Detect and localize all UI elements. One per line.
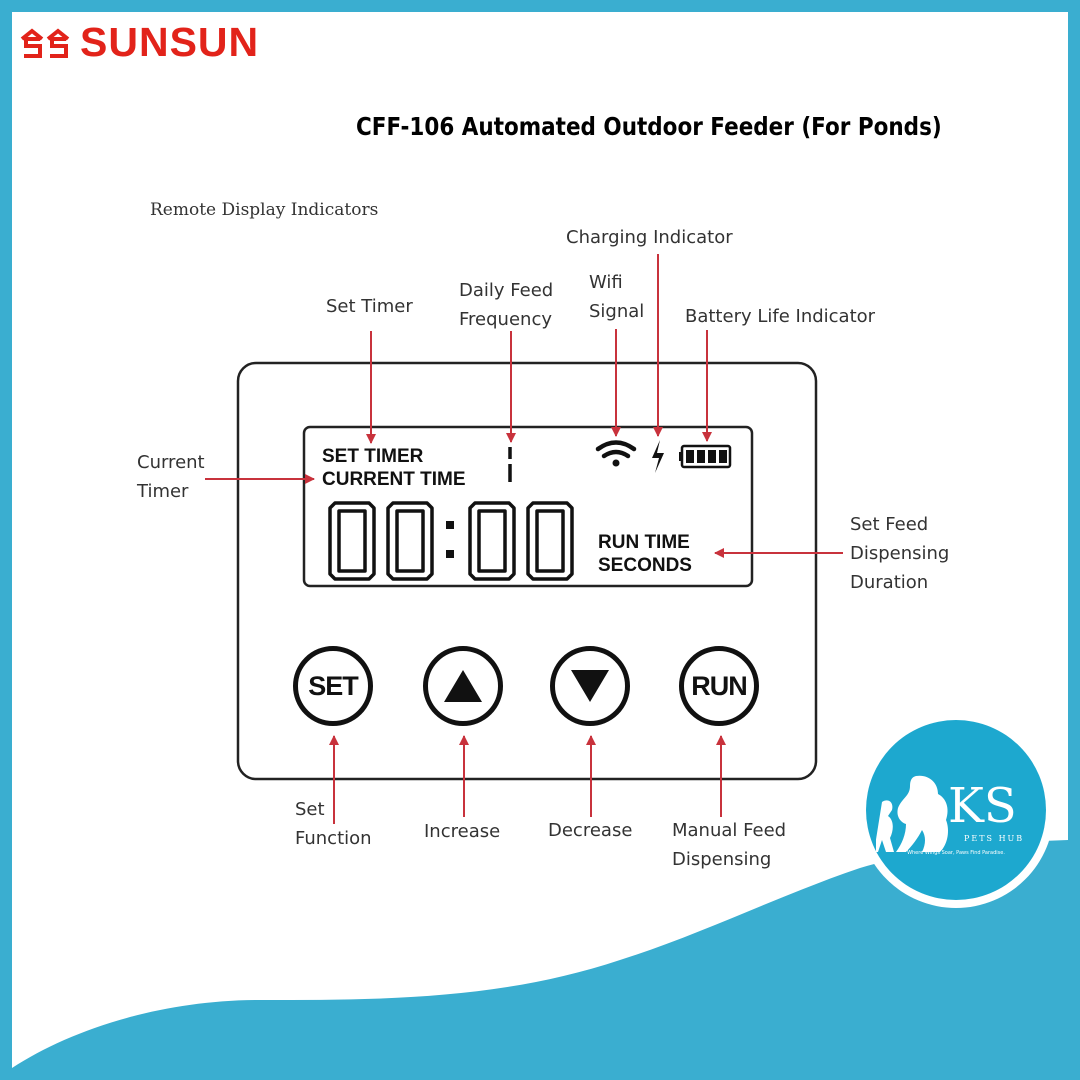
sunsun-logo-icon [20, 27, 70, 58]
label-current-timer: Current Timer [137, 448, 205, 506]
digit-2 [386, 501, 434, 581]
label-manual-feed-line2: Dispensing [672, 849, 772, 870]
label-wifi-signal: Wifi Signal [589, 268, 644, 326]
set-button[interactable]: SET [293, 646, 373, 726]
label-wifi-line2: Signal [589, 301, 645, 322]
up-triangle-icon [444, 670, 482, 702]
label-daily-feed-line2: Frequency [459, 309, 552, 330]
label-set-timer: Set Timer [326, 296, 413, 317]
digit-3 [468, 501, 516, 581]
pets-silhouette-icon [876, 775, 948, 852]
label-set-function-line1: Set [295, 799, 325, 820]
ks-pets-hub-logo: KS PETS HUB Where Wings Soar, Paws Find … [858, 712, 1054, 908]
logo-tagline: Where Wings Soar, Paws Find Paradise. [907, 850, 1005, 856]
digit-4 [526, 501, 574, 581]
label-set-function: Set Function [295, 795, 372, 853]
lcd-digits [328, 501, 574, 581]
label-manual-feed-line1: Manual Feed [672, 820, 787, 841]
product-title: CFF-106 Automated Outdoor Feeder (For Po… [356, 112, 942, 141]
label-set-feed-dispensing-duration: Set Feed Dispensing Duration [850, 510, 949, 597]
label-daily-feed-line1: Daily Feed [459, 280, 554, 301]
charging-bolt-icon [652, 440, 664, 473]
label-current-timer-line2: Timer [137, 481, 189, 502]
lcd-run-time-text: RUN TIME [598, 532, 690, 553]
lcd-set-timer-text: SET TIMER [322, 446, 424, 467]
run-button[interactable]: RUN [679, 646, 759, 726]
lcd-seconds-text: SECONDS [598, 555, 692, 576]
battery-icon [679, 444, 732, 469]
label-duration-line2: Dispensing [850, 543, 950, 564]
label-manual-feed-dispensing: Manual Feed Dispensing [672, 816, 786, 874]
lcd-run-time-label: RUN TIME SECONDS [598, 531, 692, 577]
colon-dot-top [446, 521, 454, 529]
decrease-button[interactable] [550, 646, 630, 726]
label-current-timer-line1: Current [137, 452, 205, 473]
brand-name: SUNSUN [80, 19, 260, 65]
logo-initials: KS [948, 778, 1017, 834]
increase-button[interactable] [423, 646, 503, 726]
sunsun-brand: SUNSUN [20, 22, 259, 63]
label-duration-line1: Set Feed [850, 514, 929, 535]
label-set-function-line2: Function [295, 828, 372, 849]
label-wifi-line1: Wifi [589, 272, 623, 293]
label-increase: Increase [424, 821, 501, 842]
logo-subtitle: PETS HUB [964, 834, 1025, 843]
label-decrease: Decrease [548, 820, 633, 841]
down-triangle-icon [571, 670, 609, 702]
label-duration-line3: Duration [850, 572, 929, 593]
run-button-label: RUN [691, 670, 747, 701]
label-battery-life-indicator: Battery Life Indicator [685, 306, 876, 327]
colon-dot-bottom [446, 550, 454, 558]
label-charging-indicator: Charging Indicator [566, 227, 733, 248]
lcd-set-timer-label: SET TIMER CURRENT TIME [322, 445, 466, 491]
section-heading: Remote Display Indicators [150, 200, 379, 220]
lcd-current-time-text: CURRENT TIME [322, 469, 466, 490]
callout-arrows [205, 254, 843, 824]
set-button-label: SET [308, 670, 359, 701]
logo-circle: KS PETS HUB Where Wings Soar, Paws Find … [866, 720, 1046, 900]
wifi-icon [595, 440, 637, 459]
label-daily-feed-frequency: Daily Feed Frequency [459, 276, 553, 334]
digit-1 [328, 501, 376, 581]
